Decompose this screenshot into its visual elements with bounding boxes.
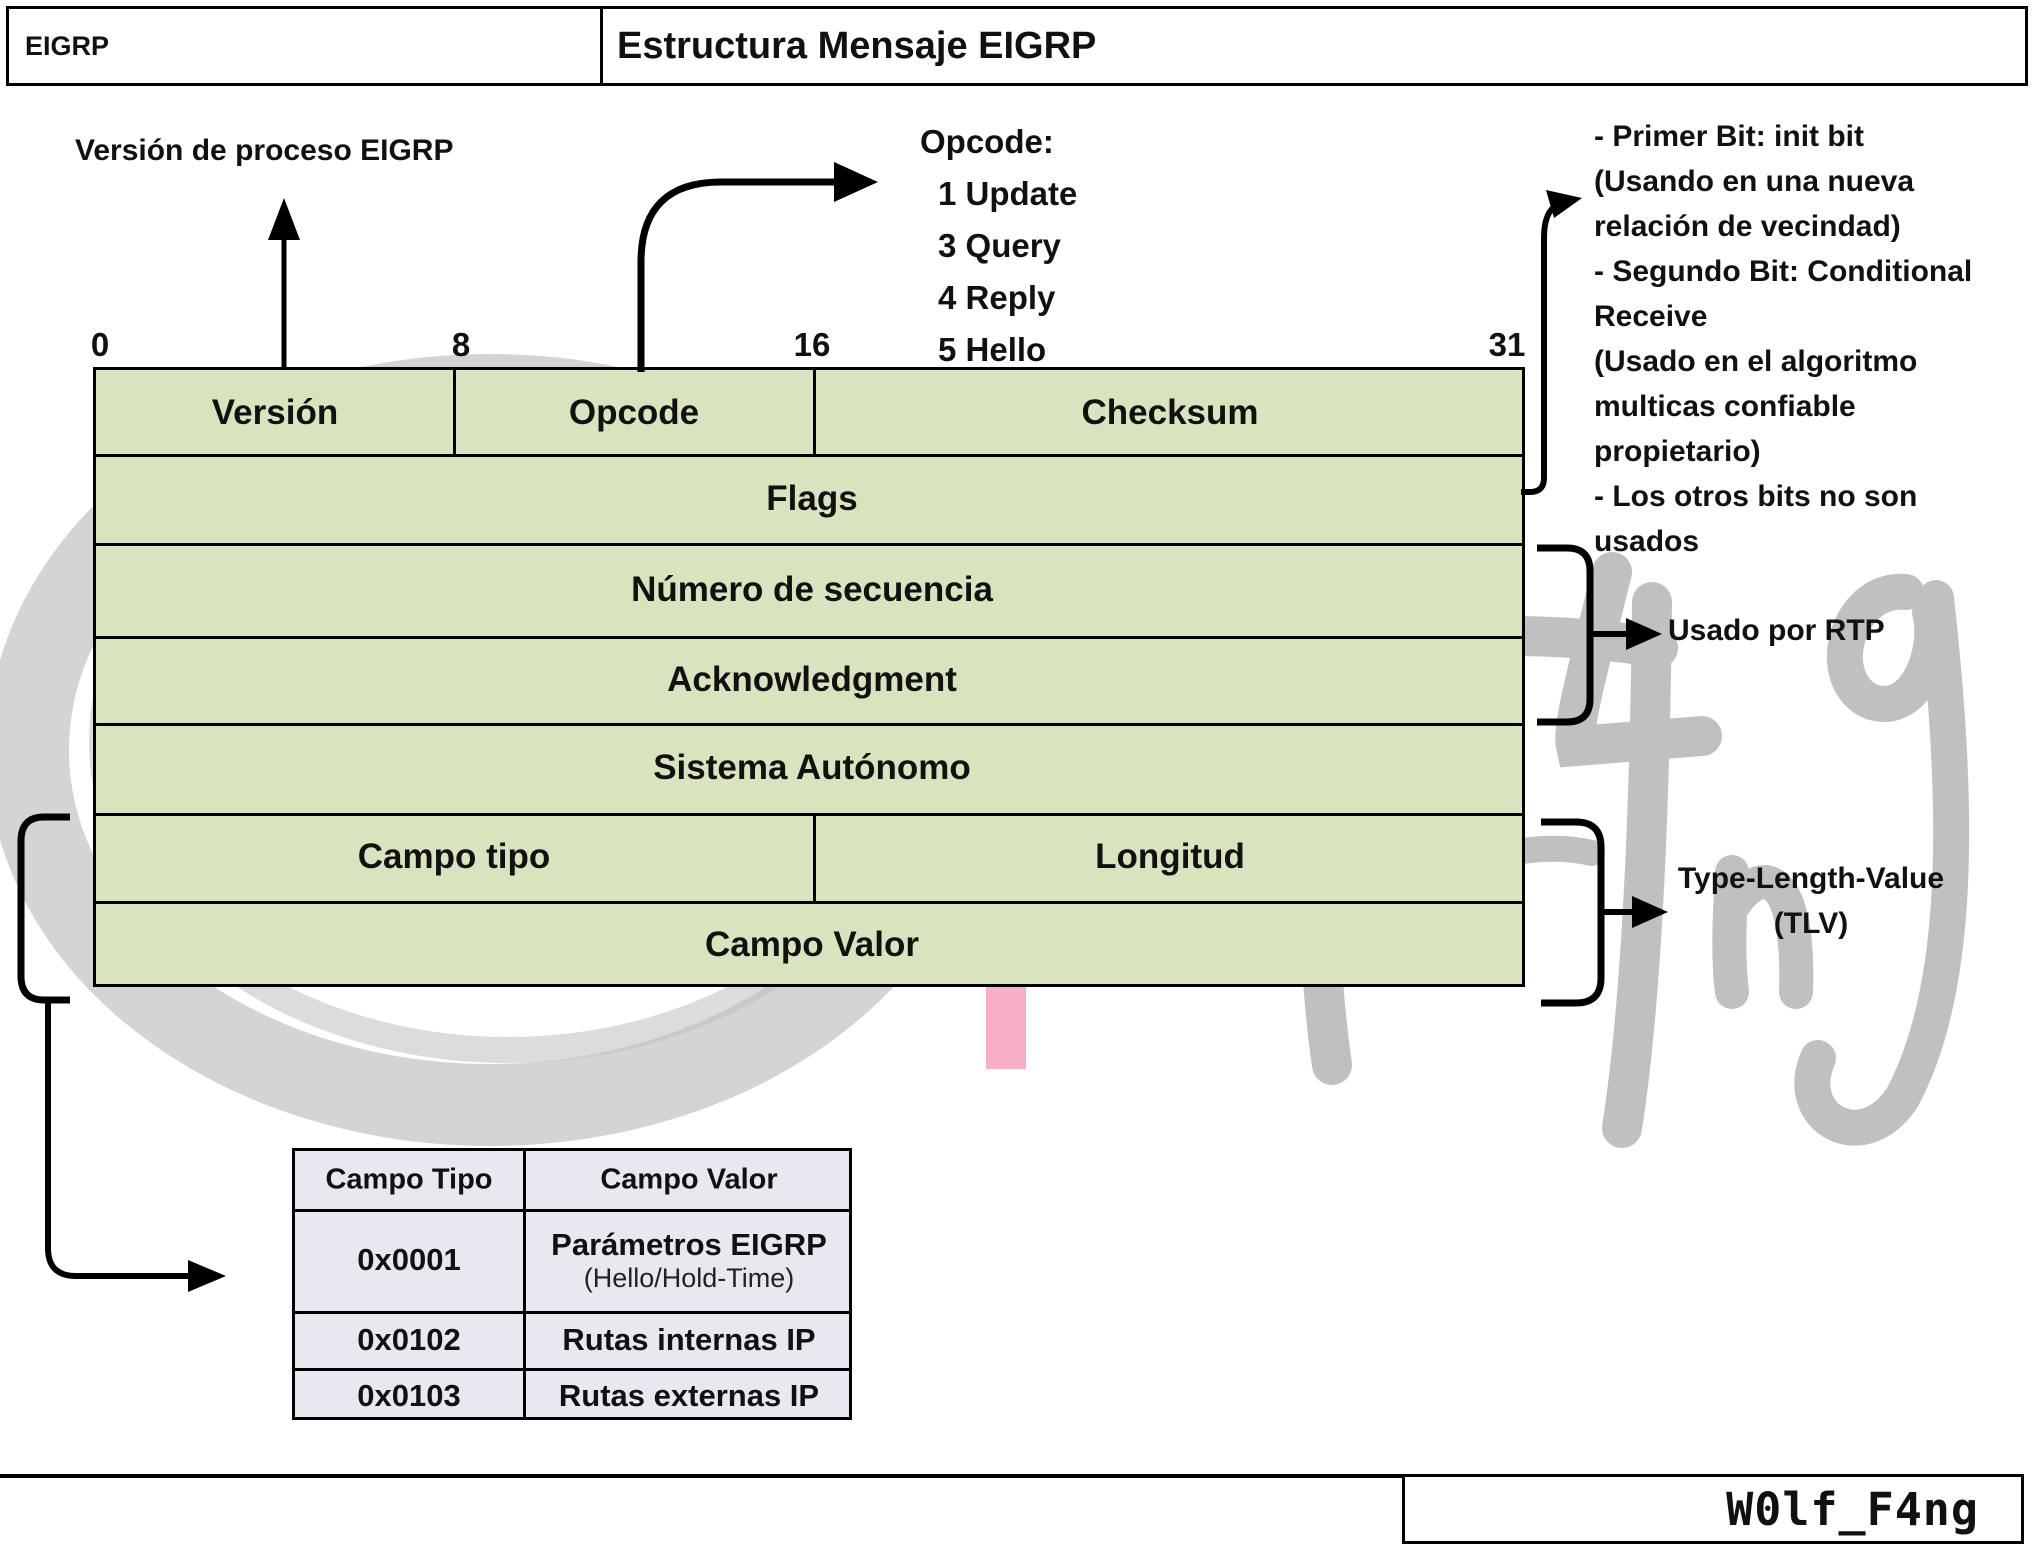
tlv-type-table: Campo Tipo Campo Valor 0x0001 Parámetros… bbox=[292, 1148, 852, 1420]
opcode-note-title: Opcode: bbox=[920, 123, 1054, 160]
tlv-note-line2: (TLV) bbox=[1773, 907, 1849, 940]
tlv-row-value: Rutas internas IP bbox=[562, 1322, 816, 1357]
tlv-row-value: Rutas externas IP bbox=[558, 1378, 820, 1413]
tlv-note: Type-Length-Value (TLV) bbox=[1656, 856, 1966, 946]
page-title: Estructura Mensaje EIGRP bbox=[617, 24, 1097, 67]
tlv-row-type: 0x0103 bbox=[357, 1378, 461, 1413]
field-tlv-value: Campo Valor bbox=[705, 925, 919, 964]
field-flags: Flags bbox=[766, 479, 858, 518]
tlv-row-type: 0x0102 bbox=[357, 1322, 461, 1357]
field-acknowledgment: Acknowledgment bbox=[667, 660, 957, 699]
opcode-item: 1 Update bbox=[938, 175, 1078, 212]
row-divider bbox=[295, 1209, 849, 1212]
row-divider bbox=[96, 723, 1522, 726]
field-version: Versión bbox=[211, 393, 339, 432]
col-divider bbox=[523, 1151, 526, 1417]
pink-highlight-marker bbox=[986, 987, 1026, 1069]
signature-text: W0lf_F4ng bbox=[1726, 1482, 1979, 1536]
bit-label-8: 8 bbox=[451, 326, 471, 363]
flags-note-line: - Segundo Bit: Conditional bbox=[1594, 255, 1973, 288]
tlv-row-type: 0x0001 bbox=[357, 1242, 461, 1277]
row-divider bbox=[295, 1368, 849, 1371]
tlv-row-value-sub: (Hello/Hold-Time) bbox=[583, 1263, 795, 1293]
version-up-arrow-icon bbox=[268, 198, 300, 370]
opcode-curved-arrow-icon bbox=[637, 162, 878, 372]
opcode-item: 4 Reply bbox=[938, 279, 1056, 316]
row-divider bbox=[96, 543, 1522, 546]
packet-structure-diagram: Versión Opcode Checksum Flags Número de … bbox=[93, 367, 1525, 987]
flags-note-line: relación de vecindad) bbox=[1594, 210, 1901, 243]
opcode-item: 5 Hello bbox=[938, 331, 1047, 368]
row-divider bbox=[295, 1311, 849, 1314]
field-opcode: Opcode bbox=[568, 393, 700, 432]
flags-note-line: propietario) bbox=[1594, 435, 1761, 468]
flags-bits-note: - Primer Bit: init bit (Usando en una nu… bbox=[1594, 114, 2032, 564]
row-divider bbox=[96, 454, 1522, 457]
field-autonomous-system: Sistema Autónomo bbox=[653, 748, 971, 787]
opcode-item: 3 Query bbox=[938, 227, 1061, 264]
flags-note-line: Receive bbox=[1594, 300, 1708, 333]
flags-note-line: (Usando en una nueva bbox=[1594, 165, 1915, 198]
tlv-table-header-type: Campo Tipo bbox=[325, 1163, 493, 1196]
flags-note-line: usados bbox=[1594, 525, 1700, 558]
rtp-note: Usado por RTP bbox=[1668, 614, 1885, 647]
tlv-row-value-main: Parámetros EIGRP bbox=[551, 1227, 827, 1262]
field-tlv-type: Campo tipo bbox=[357, 837, 551, 876]
flags-note-line: - Primer Bit: init bit bbox=[1594, 120, 1864, 153]
signature-box: W0lf_F4ng bbox=[1402, 1474, 2024, 1544]
footer-rule bbox=[0, 1474, 1404, 1478]
field-tlv-length: Longitud bbox=[1095, 837, 1245, 876]
row-divider bbox=[96, 636, 1522, 639]
opcode-note: Opcode: 1 Update 3 Query 4 Reply 5 Hello bbox=[920, 116, 1077, 376]
bit-label-0: 0 bbox=[90, 326, 110, 363]
bit-label-31: 31 bbox=[1488, 326, 1526, 363]
tlv-bracket-icon bbox=[1541, 818, 1668, 1007]
flags-note-line: multicas confiable bbox=[1594, 390, 1856, 423]
version-note: Versión de proceso EIGRP bbox=[75, 134, 454, 167]
col-divider bbox=[813, 370, 816, 454]
tlv-row-value: Parámetros EIGRP (Hello/Hold-Time) bbox=[551, 1227, 827, 1293]
tlv-table-header-value: Campo Valor bbox=[600, 1163, 778, 1196]
tlv-note-line1: Type-Length-Value bbox=[1677, 862, 1945, 895]
brand-label: EIGRP bbox=[9, 9, 603, 83]
flags-note-line: - Los otros bits no son bbox=[1594, 480, 1918, 513]
col-divider bbox=[453, 370, 456, 454]
title-bar: EIGRP Estructura Mensaje EIGRP bbox=[6, 6, 2028, 86]
rtp-bracket-icon bbox=[1537, 544, 1662, 726]
col-divider bbox=[813, 813, 816, 901]
row-divider bbox=[96, 901, 1522, 904]
flags-note-line: (Usado en el algoritmo bbox=[1594, 345, 1918, 378]
bit-label-16: 16 bbox=[793, 326, 831, 363]
field-sequence: Número de secuencia bbox=[631, 570, 993, 609]
flags-arrow-icon bbox=[1521, 190, 1582, 495]
row-divider bbox=[96, 813, 1522, 816]
field-checksum: Checksum bbox=[1081, 393, 1259, 432]
